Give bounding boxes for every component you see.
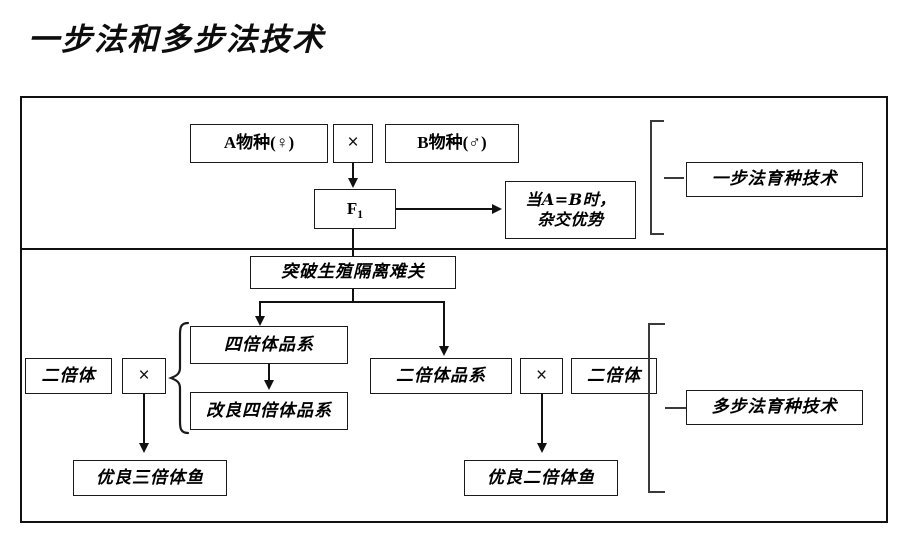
diagram-frame [20, 96, 888, 523]
node-diploid-line-label: 二倍体品系 [396, 365, 486, 386]
node-cross-1[interactable]: × [333, 124, 373, 163]
connector-branch-left [259, 301, 261, 318]
curly-brace-tetraploid-group [168, 321, 190, 435]
arrowhead-tetraploid-to-improved [263, 380, 274, 390]
node-improved-tetraploid-line[interactable]: 改良四倍体品系 [190, 392, 348, 430]
node-species-a-label: A物种(♀) [223, 133, 295, 153]
node-tetraploid-line[interactable]: 四倍体品系 [190, 326, 348, 364]
node-breakthrough-label: 突破生殖隔离难关 [281, 262, 425, 283]
node-heterosis[interactable]: 当A=B时， 杂交优势 [505, 181, 636, 239]
bracket-top-tick [664, 176, 684, 179]
node-multistep-technique-label: 多步法育种技术 [711, 397, 838, 418]
connector-f1-to-heterosis [396, 208, 494, 210]
node-onestep-technique[interactable]: 一步法育种技术 [686, 162, 863, 197]
node-diploid-left-label: 二倍体 [41, 365, 96, 386]
connector-f1-to-breakthrough [352, 229, 354, 257]
node-cross-2[interactable]: × [122, 358, 166, 394]
arrowhead-branch-right [438, 346, 449, 356]
node-species-a[interactable]: A物种(♀) [190, 124, 328, 163]
connector-breakthrough-split [259, 301, 444, 303]
node-tetraploid-line-label: 四倍体品系 [224, 334, 314, 355]
node-diploid-fish-label: 优良二倍体鱼 [487, 467, 595, 488]
node-species-b-label: B物种(♂) [417, 133, 487, 153]
bracket-bottom-tick [665, 406, 686, 409]
node-cross-2-label: × [138, 364, 150, 386]
section-divider [20, 248, 888, 250]
node-cross-3-label: × [535, 364, 548, 386]
node-diploid-line[interactable]: 二倍体品系 [370, 358, 512, 394]
connector-cross2-to-triploid-fish [143, 394, 145, 445]
node-heterosis-line1: 当A=B时， [525, 190, 616, 209]
node-onestep-technique-label: 一步法育种技术 [711, 169, 838, 190]
bracket-bottom-section [648, 323, 665, 493]
node-diploid-fish[interactable]: 优良二倍体鱼 [464, 460, 618, 496]
node-f1[interactable]: F1 [314, 189, 396, 229]
arrowhead-cross2-to-triploid-fish [138, 443, 149, 453]
connector-cross3-to-diploid-fish [541, 394, 543, 445]
node-diploid-left[interactable]: 二倍体 [25, 358, 112, 394]
arrowhead-cross3-to-diploid-fish [536, 443, 547, 453]
node-cross-1-label: × [347, 132, 359, 154]
bracket-top-section [650, 120, 664, 235]
arrowhead-branch-left [254, 316, 265, 326]
node-diploid-right-label: 二倍体 [587, 365, 641, 386]
arrowhead-f1-to-heterosis [492, 203, 502, 214]
page-title: 一步法和多步法技术 [28, 22, 325, 58]
node-breakthrough[interactable]: 突破生殖隔离难关 [250, 256, 456, 289]
connector-tetraploid-to-improved [268, 364, 270, 383]
node-improved-tetraploid-line-label: 改良四倍体品系 [206, 400, 332, 421]
node-f1-label: F1 [346, 198, 364, 221]
node-species-b[interactable]: B物种(♂) [385, 124, 519, 163]
node-multistep-technique[interactable]: 多步法育种技术 [686, 390, 863, 425]
node-diploid-right[interactable]: 二倍体 [571, 358, 657, 394]
connector-breakthrough-stem [352, 289, 354, 302]
node-triploid-fish[interactable]: 优良三倍体鱼 [73, 460, 227, 496]
arrowhead-cross1-to-f1 [347, 178, 358, 188]
node-cross-3[interactable]: × [520, 358, 563, 394]
connector-branch-right [443, 301, 445, 348]
node-heterosis-line2: 杂交优势 [537, 210, 604, 229]
connector-cross1-to-f1 [352, 163, 354, 181]
node-triploid-fish-label: 优良三倍体鱼 [96, 467, 204, 488]
